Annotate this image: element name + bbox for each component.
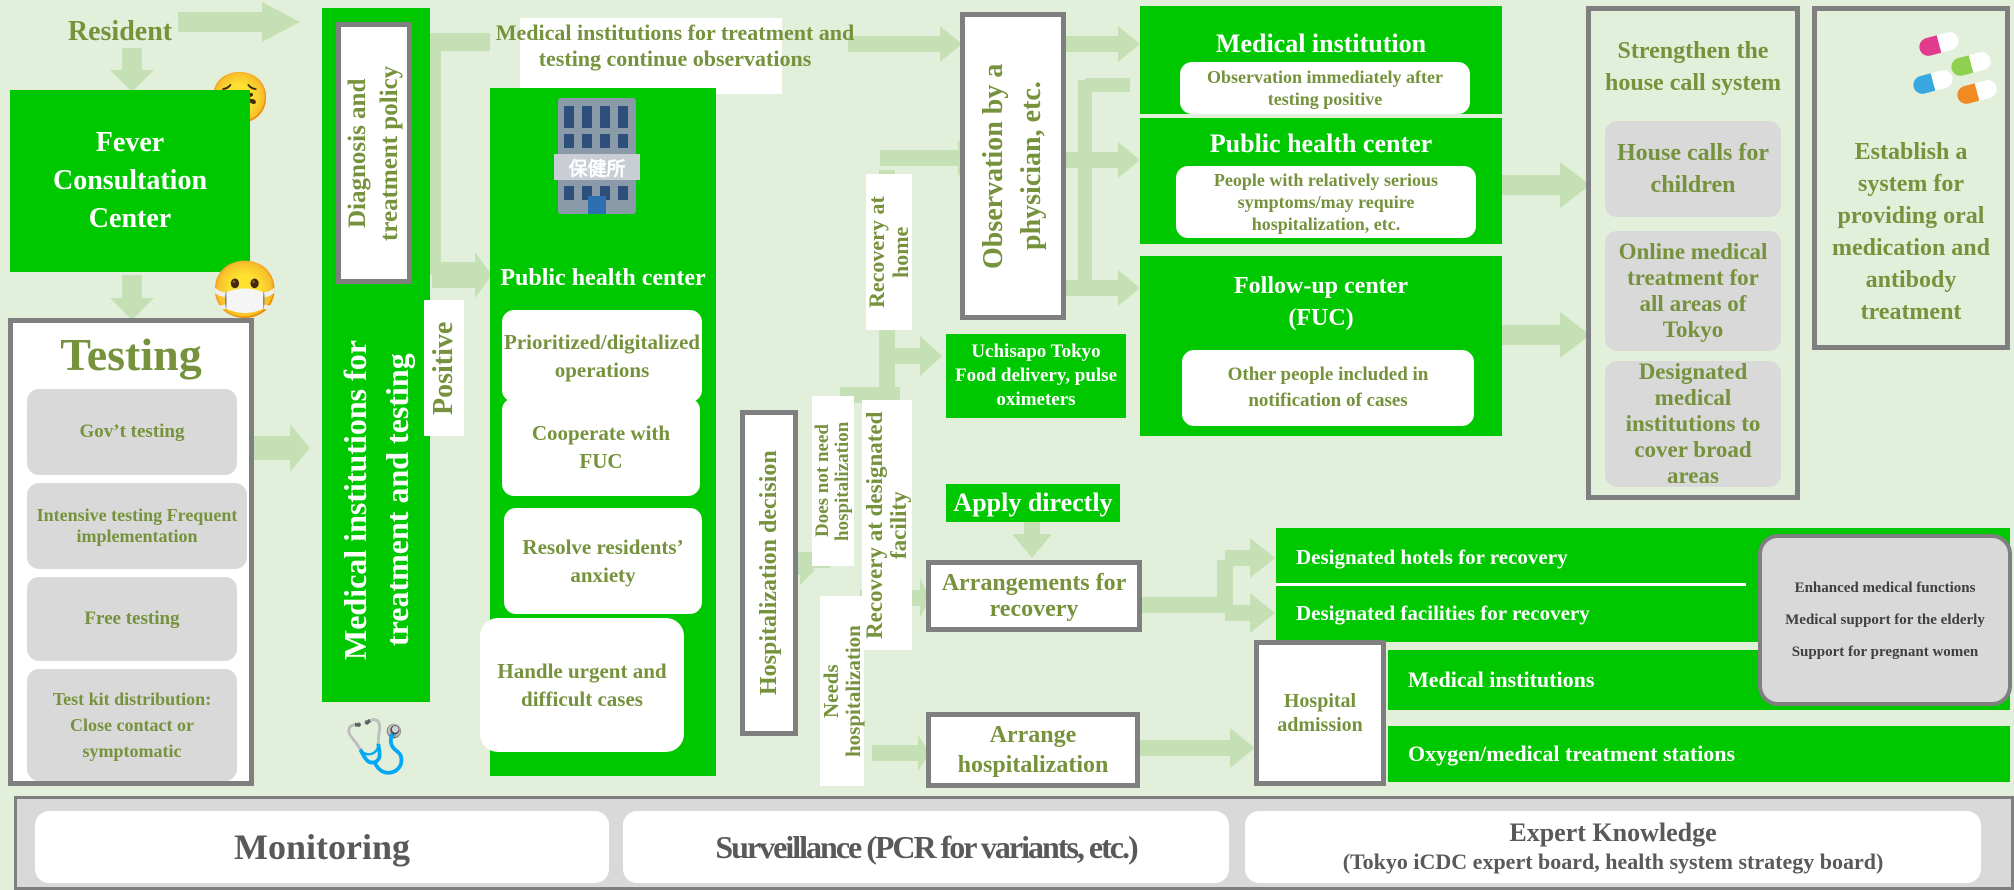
surveillance-box: Surveillance (PCR for variants, etc.) <box>623 811 1229 883</box>
med-inst-testing-label: Medical institutions for treatment and t… <box>337 340 415 660</box>
house-call-item-online: Online medical treatment for all areas o… <box>1605 231 1781 351</box>
med-inst-testing-bar: Diagnosis and treatment policy Medical i… <box>322 8 430 702</box>
hospital-admission-box: Hospital admission <box>1254 640 1386 786</box>
public-health-building-icon: 保健所 <box>552 98 642 214</box>
continue-observations-text: Medical institutions for treatment and t… <box>495 20 855 71</box>
testing-title: Testing <box>60 328 202 380</box>
uchisapo-box: Uchisapo Tokyo Food delivery, pulse oxim… <box>946 334 1126 418</box>
building-sign: 保健所 <box>554 154 640 180</box>
target-title: Follow-up center (FUC) <box>1234 273 1408 331</box>
testing-item-govt: Gov’t testing <box>27 389 237 475</box>
enhanced-item: Medical support for the elderly <box>1785 612 1985 628</box>
continue-observations-label <box>520 18 782 94</box>
enhanced-item: Enhanced medical functions <box>1794 580 1976 596</box>
phc-item-anxiety: Resolve residents’ anxiety <box>504 508 702 614</box>
diagnosis-policy-label: Diagnosis and treatment policy <box>344 65 403 241</box>
fever-center-label: Fever Consultation Center <box>52 127 208 234</box>
target-follow-up-center: Follow-up center (FUC) Other people incl… <box>1140 256 1502 436</box>
testing-item-free: Free testing <box>27 577 237 661</box>
recovery-facility-label: Recovery at designated facility <box>862 400 912 650</box>
target-title: Medical institution <box>1215 29 1427 58</box>
house-call-item-designated: Designated medical institutions to cover… <box>1605 359 1781 488</box>
phc-item-urgent: Handle urgent and difficult cases <box>480 618 684 752</box>
oral-medication-panel: Establish a system for providing oral me… <box>1812 6 2010 350</box>
positive-label: Positive <box>424 300 464 436</box>
expert-knowledge-box: Expert Knowledge (Tokyo iCDC expert boar… <box>1245 811 1981 883</box>
house-call-title: Strengthen the house call system <box>1605 38 1781 96</box>
enhanced-functions-box: Enhanced medical functions Medical suppo… <box>1758 534 2012 706</box>
testing-panel: Testing Gov’t testing Intensive testing … <box>8 318 254 786</box>
monitoring-box: Monitoring <box>35 811 609 883</box>
target-desc: People with relatively serious symptoms/… <box>1176 166 1476 238</box>
house-call-panel: Strengthen the house call system House c… <box>1586 6 1800 500</box>
no-hospitalization-label: Does not need hospitalization <box>812 396 854 566</box>
person-testing-icon: 😷 <box>210 260 280 322</box>
testing-item-kit: Test kit distribution: Close contact or … <box>27 669 237 781</box>
recovery-bar-facilities: Designated facilities for recovery <box>1296 600 1590 625</box>
oral-medication-label: Establish a system for providing oral me… <box>1831 139 1990 325</box>
expert-subtitle: (Tokyo iCDC expert board, health system … <box>1342 849 1884 874</box>
apply-directly-label: Apply directly <box>946 484 1120 522</box>
public-health-center-title: Public health center <box>500 265 706 291</box>
needs-hospitalization-label: Needs hospitalization <box>819 596 865 786</box>
hospitalization-decision-box: Hospitalization decision <box>740 410 798 736</box>
resident-label: Resident <box>67 16 173 47</box>
hospital-bar-oxygen-stations: Oxygen/medical treatment stations <box>1388 726 2010 782</box>
observation-box: Observation by a physician, etc. <box>960 12 1066 320</box>
target-medical-institution: Medical institution Observation immediat… <box>1140 6 1502 114</box>
public-health-center-column: 保健所 Public health center Prioritized/dig… <box>480 88 716 776</box>
target-public-health-center: Public health center People with relativ… <box>1140 118 1502 244</box>
recovery-home-label: Recovery at home <box>864 174 913 330</box>
pill-capsules-icon <box>1911 29 2005 109</box>
target-desc: Other people included in notification of… <box>1182 350 1474 426</box>
arrange-hospitalization-box: Arrange hospitalization <box>926 712 1140 788</box>
diagnosis-policy-box: Diagnosis and treatment policy <box>336 22 412 284</box>
target-title: Public health center <box>1209 129 1433 158</box>
phc-item-fuc: Cooperate with FUC <box>502 398 700 496</box>
fever-consultation-center: Fever Consultation Center <box>10 90 250 272</box>
bottom-bar: Monitoring Surveillance (PCR for variant… <box>14 796 2014 890</box>
enhanced-item: Support for pregnant women <box>1791 644 1979 660</box>
house-call-item-children: House calls for children <box>1605 121 1781 217</box>
testing-item-intensive: Intensive testing Frequent implementatio… <box>27 483 247 569</box>
doctor-patient-icon: 🩺 <box>343 718 409 776</box>
arrangements-recovery-box: Arrangements for recovery <box>926 560 1142 632</box>
target-desc: Observation immediately after testing po… <box>1180 62 1470 114</box>
phc-item-prioritized: Prioritized/digitalized operations <box>502 310 702 402</box>
recovery-bar-hotels: Designated hotels for recovery <box>1296 544 1568 569</box>
expert-title: Expert Knowledge <box>1509 818 1717 847</box>
